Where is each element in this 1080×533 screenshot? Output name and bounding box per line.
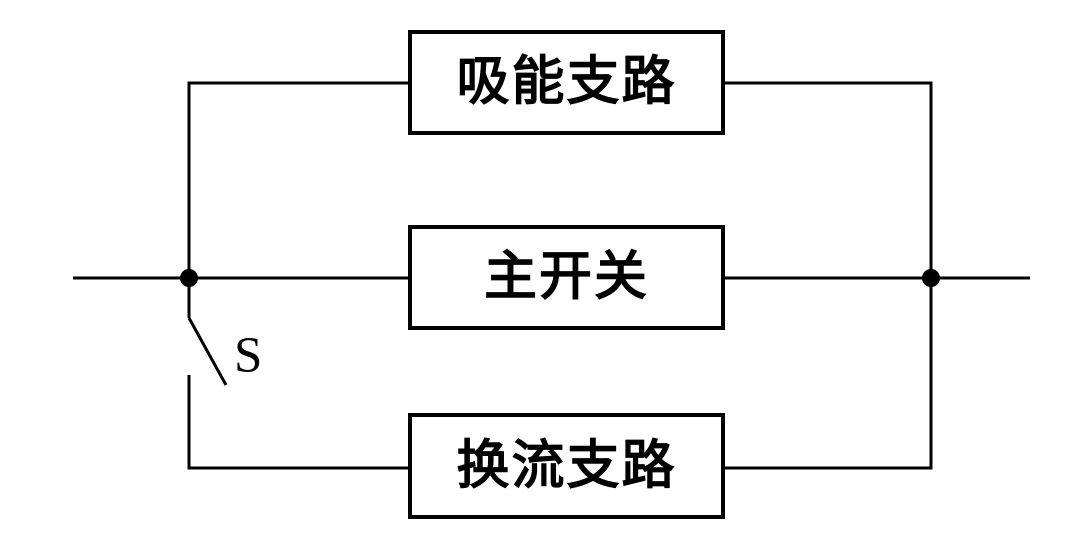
block-energy-absorption-branch: 吸能支路	[408, 30, 725, 135]
block-main-switch-label: 主开关	[484, 248, 649, 306]
left-bus-bottom-wire	[187, 375, 408, 470]
left-bus-top-wire	[187, 81, 408, 278]
switch-blade-icon	[187, 317, 228, 386]
right-bus-top-wire	[725, 81, 933, 278]
right-junction-dot-icon	[922, 269, 940, 287]
block-main-switch: 主开关	[408, 225, 725, 330]
block-commutation-branch: 换流支路	[408, 413, 725, 519]
block-energy-absorption-label: 吸能支路	[456, 53, 677, 111]
left-junction-dot-icon	[180, 269, 198, 287]
block-commutation-label: 换流支路	[456, 436, 677, 495]
switch-s-label: S	[234, 328, 263, 384]
right-bus-bottom-wire	[725, 278, 933, 470]
